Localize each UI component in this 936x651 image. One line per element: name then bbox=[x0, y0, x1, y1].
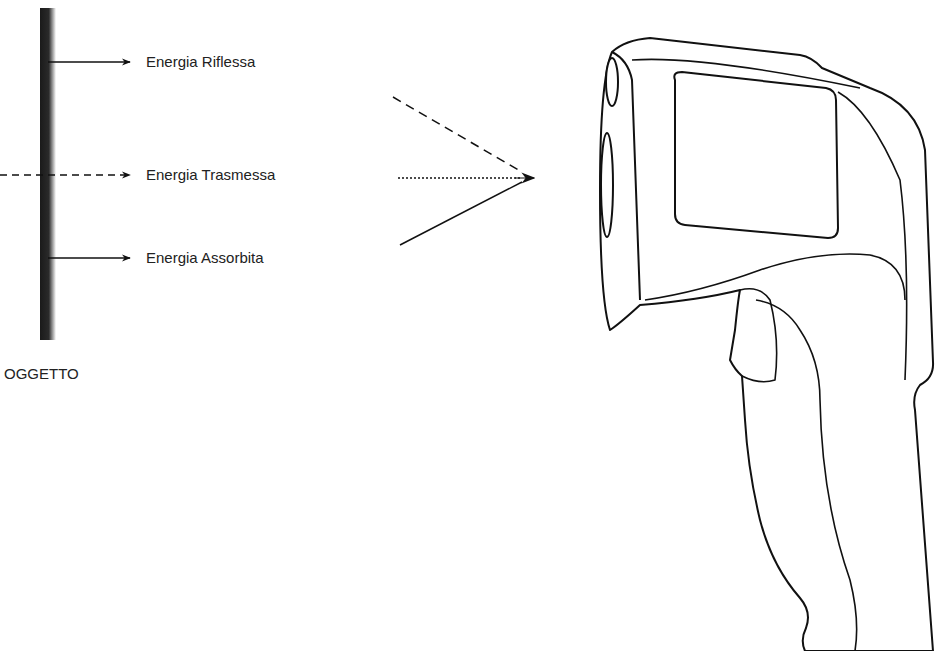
absorbed-arrow bbox=[48, 257, 130, 259]
ir-thermometer bbox=[600, 38, 933, 651]
label: Energia Assorbita bbox=[146, 249, 264, 267]
transmitted-ray bbox=[398, 177, 520, 179]
reflected-ray bbox=[393, 97, 522, 172]
transmitted-arrow bbox=[0, 174, 130, 176]
object-bar bbox=[40, 8, 56, 340]
ray-arrowhead bbox=[515, 178, 534, 179]
label: Energia Trasmessa bbox=[146, 166, 275, 184]
label: OGGETTO bbox=[4, 365, 79, 383]
reflected-arrow bbox=[48, 61, 130, 63]
absorbed-ray bbox=[400, 182, 522, 245]
label: Energia Riflessa bbox=[146, 53, 255, 71]
